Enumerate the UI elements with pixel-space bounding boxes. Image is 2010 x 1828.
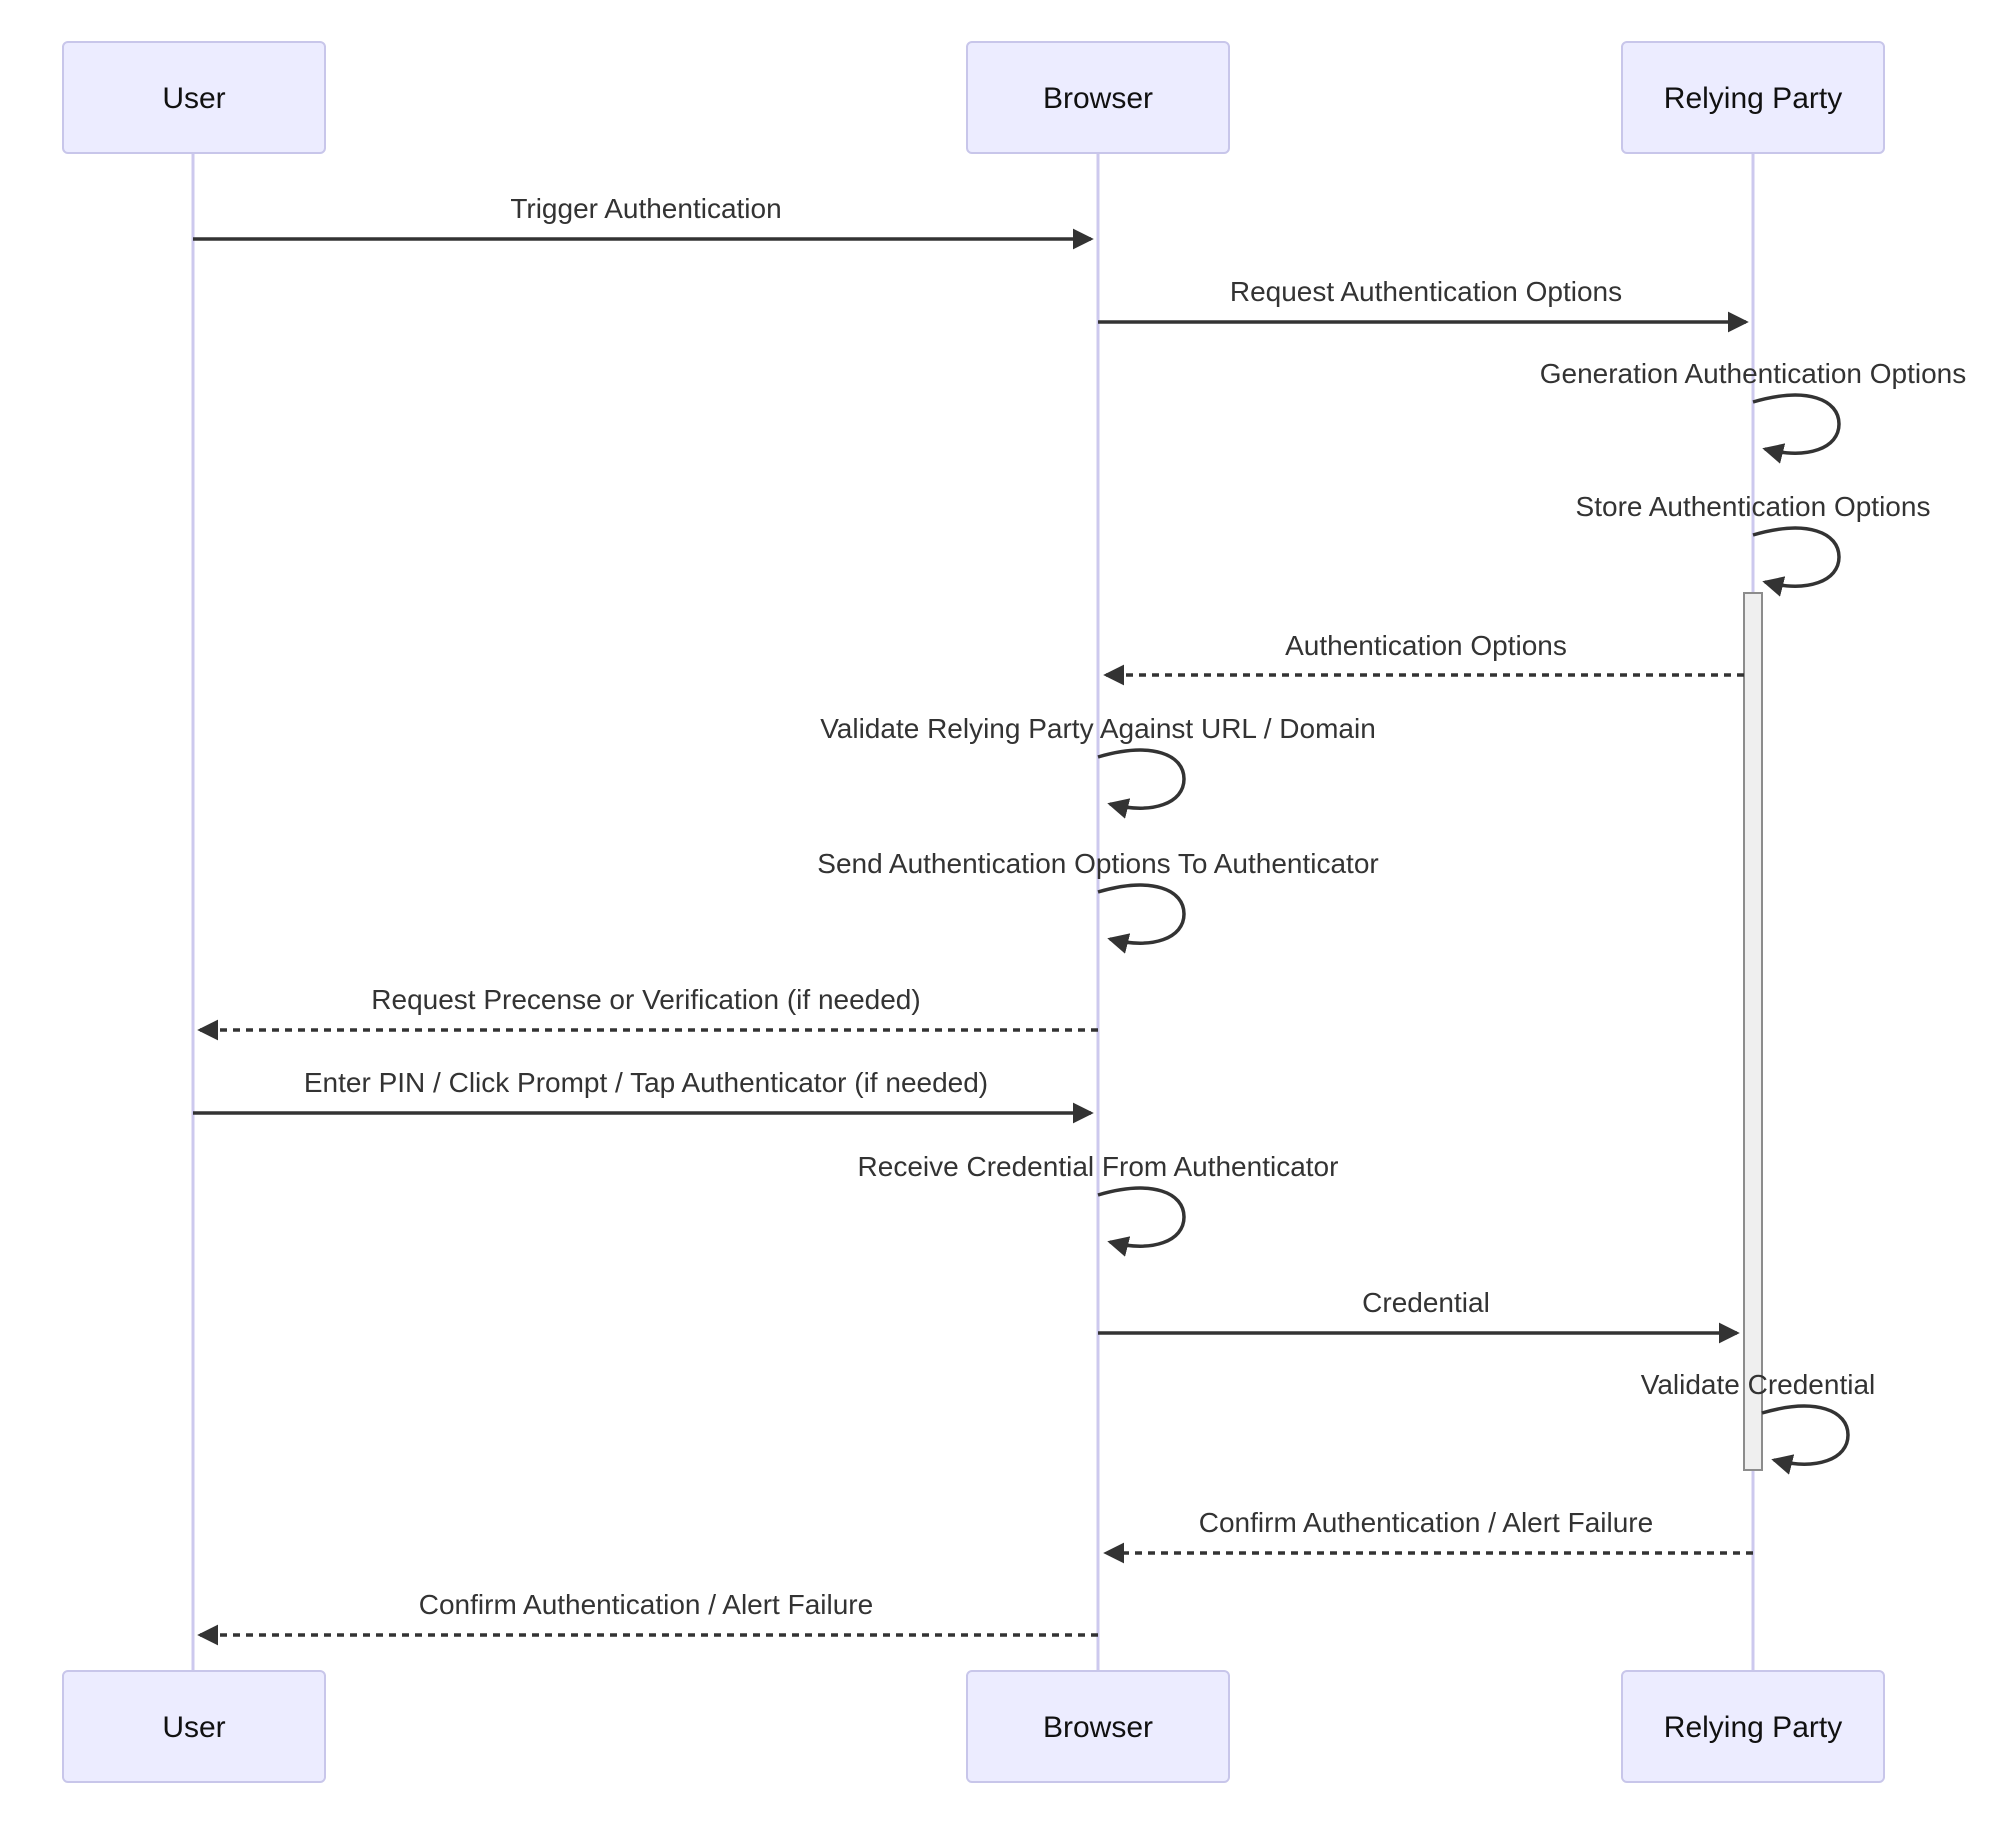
message-label: Receive Credential From Authenticator bbox=[858, 1151, 1339, 1182]
message-label: Confirm Authentication / Alert Failure bbox=[419, 1589, 873, 1620]
actor-label: User bbox=[162, 1711, 225, 1744]
message-label: Credential bbox=[1362, 1287, 1490, 1318]
actor-label: Relying Party bbox=[1664, 82, 1842, 115]
message-receive-credential: Receive Credential From Authenticator bbox=[858, 1151, 1339, 1257]
actor-bottom-relying-party: Relying Party bbox=[1621, 1670, 1885, 1783]
message-credential: Credential bbox=[1098, 1287, 1740, 1344]
actor-top-relying-party: Relying Party bbox=[1621, 41, 1885, 154]
self-loop-arrow bbox=[1097, 1186, 1186, 1257]
message-authentication-options: Authentication Options bbox=[1103, 630, 1744, 686]
actor-box bbox=[62, 1670, 326, 1783]
actor-label: Browser bbox=[1043, 82, 1153, 115]
message-store-authentication-options: Store Authentication Options bbox=[1576, 491, 1931, 597]
message-validate-credential: Validate Credential bbox=[1641, 1369, 1876, 1475]
message-label: Validate Relying Party Against URL / Dom… bbox=[820, 713, 1376, 744]
message-label: Enter PIN / Click Prompt / Tap Authentic… bbox=[304, 1067, 988, 1098]
message-request-authentication-options: Request Authentication Options bbox=[1098, 276, 1749, 333]
actor-box bbox=[62, 41, 326, 154]
message-label: Send Authentication Options To Authentic… bbox=[817, 848, 1378, 879]
actor-bottom-browser: Browser bbox=[966, 1670, 1230, 1783]
message-validate-relying-party: Validate Relying Party Against URL / Dom… bbox=[820, 713, 1376, 819]
message-label: Request Authentication Options bbox=[1230, 276, 1622, 307]
message-send-options-to-authenticator: Send Authentication Options To Authentic… bbox=[817, 848, 1379, 954]
actor-top-browser: Browser bbox=[966, 41, 1230, 154]
actor-label: Relying Party bbox=[1664, 1711, 1842, 1744]
activation-bar-relying-party bbox=[1743, 592, 1763, 1471]
self-loop-arrow bbox=[1097, 883, 1186, 954]
message-label: Generation Authentication Options bbox=[1540, 358, 1967, 389]
message-label: Confirm Authentication / Alert Failure bbox=[1199, 1507, 1653, 1538]
actor-top-user: User bbox=[62, 41, 326, 154]
message-label: Validate Credential bbox=[1641, 1369, 1876, 1400]
self-loop-arrow bbox=[1752, 393, 1841, 464]
self-loop-arrow bbox=[1761, 1404, 1850, 1475]
self-loop-arrow bbox=[1752, 526, 1841, 597]
actor-box bbox=[1621, 1670, 1885, 1783]
self-loop-arrow bbox=[1097, 748, 1186, 819]
message-label: Store Authentication Options bbox=[1576, 491, 1931, 522]
actor-label: Browser bbox=[1043, 1711, 1153, 1744]
message-label: Authentication Options bbox=[1285, 630, 1567, 661]
message-label: Request Precense or Verification (if nee… bbox=[371, 984, 920, 1015]
actor-box bbox=[1621, 41, 1885, 154]
message-confirm-authentication-browser-user: Confirm Authentication / Alert Failure bbox=[197, 1589, 1098, 1646]
actor-label: User bbox=[162, 82, 225, 115]
message-label: Trigger Authentication bbox=[510, 193, 781, 224]
message-trigger-authentication: Trigger Authentication bbox=[193, 193, 1094, 250]
message-confirm-authentication-rp-browser: Confirm Authentication / Alert Failure bbox=[1103, 1507, 1753, 1564]
actor-box bbox=[966, 1670, 1230, 1783]
actor-box bbox=[966, 41, 1230, 154]
message-request-presence-or-verification: Request Precense or Verification (if nee… bbox=[197, 984, 1098, 1041]
actor-bottom-user: User bbox=[62, 1670, 326, 1783]
message-enter-pin-click-prompt: Enter PIN / Click Prompt / Tap Authentic… bbox=[193, 1067, 1094, 1124]
message-generation-authentication-options: Generation Authentication Options bbox=[1540, 358, 1967, 464]
